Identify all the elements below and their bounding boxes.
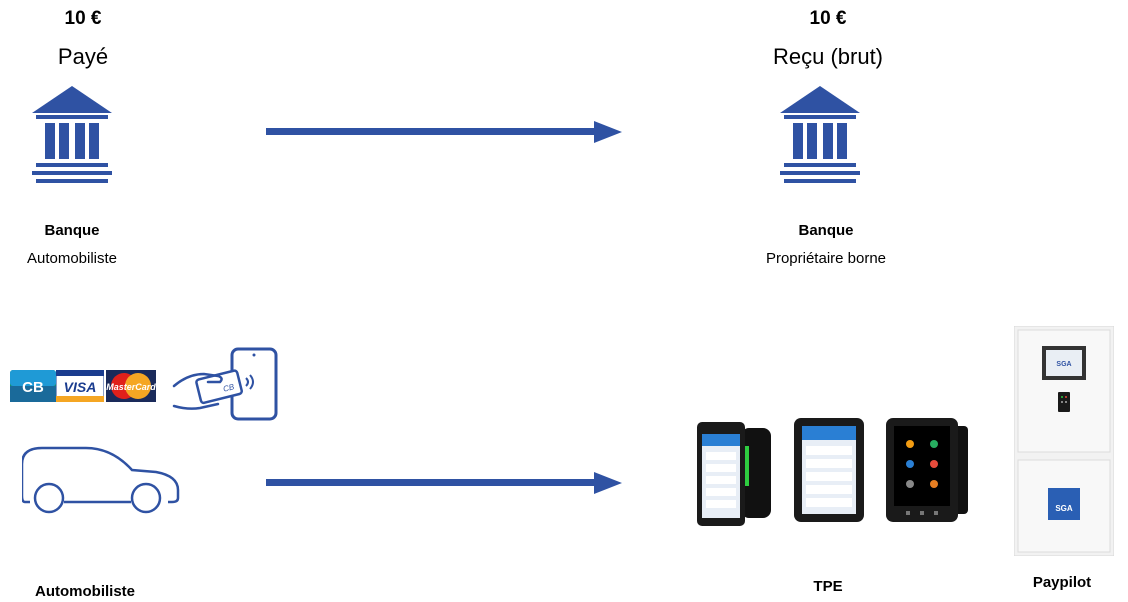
cb-card-logo: CB (10, 370, 56, 402)
bank-icon-left (32, 86, 112, 186)
paypilot-kiosk: SGA SGA (1014, 326, 1114, 556)
paid-amount: 10 € (64, 8, 102, 29)
bank-icon (32, 86, 112, 183)
bank-icon-right (780, 86, 860, 186)
kiosk-logo-text: SGA (1055, 504, 1073, 513)
payment-terminal-2 (794, 418, 864, 522)
payment-terminal-1 (697, 422, 773, 526)
mastercard-label: MasterCard (106, 382, 156, 392)
contactless-payment-icon: CB (172, 346, 284, 422)
bank-right-title: Banque (798, 222, 854, 239)
mastercard-logo: MasterCard (106, 370, 156, 402)
cb-card-label: CB (22, 379, 44, 396)
bank-icon (780, 86, 860, 183)
bank-left-title: Banque (44, 222, 100, 239)
payment-flow-arrow (266, 120, 622, 144)
received-amount: 10 € (809, 8, 847, 29)
transaction-flow-arrow (266, 471, 622, 495)
payment-terminal-3 (886, 418, 968, 522)
kiosk-screen-logo: SGA (1056, 361, 1071, 368)
tpe-label: TPE (813, 578, 843, 595)
contactless-card-label: CB (222, 382, 236, 394)
bank-right-subtitle: Propriétaire borne (765, 250, 887, 267)
car-icon (22, 446, 180, 516)
received-status: Reçu (brut) (772, 44, 884, 69)
paid-status: Payé (57, 44, 109, 69)
paypilot-label: Paypilot (1032, 574, 1092, 591)
visa-card-logo: VISA (56, 370, 104, 402)
driver-label: Automobiliste (35, 583, 135, 600)
visa-card-label: VISA (64, 379, 97, 395)
bank-left-subtitle: Automobiliste (26, 250, 118, 267)
